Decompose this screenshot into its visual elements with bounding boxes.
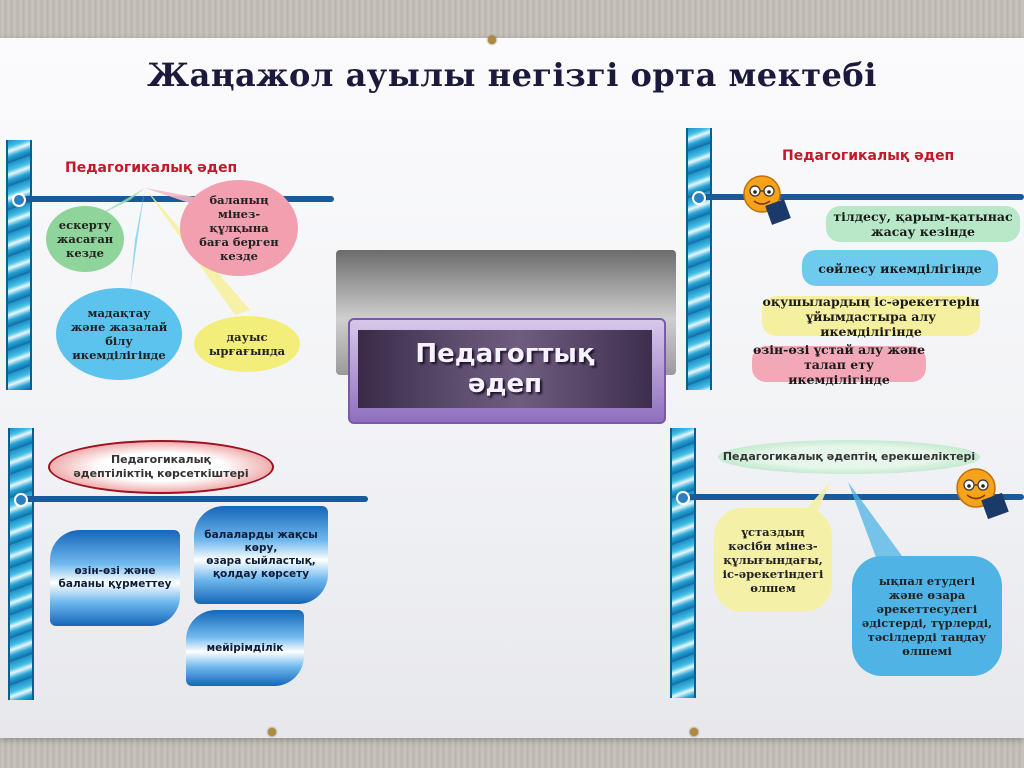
divider bbox=[682, 494, 1024, 500]
helix-decoration bbox=[6, 140, 32, 390]
connector-dot bbox=[692, 191, 706, 205]
bubble-method-choice: ықпал етудегі және өзара әрекеттесудегі … bbox=[852, 556, 1002, 676]
section-heading: Педагогикалық әдеп bbox=[65, 160, 238, 176]
pin-icon bbox=[690, 728, 698, 736]
pin-icon bbox=[268, 728, 276, 736]
bubble-warning: ескерту жасаған кезде bbox=[46, 206, 124, 272]
section-heading: Педагогикалық әдептің ерекшеліктері bbox=[718, 440, 980, 474]
pill-communication: тілдесу, қарым-қатынас жасау кезінде bbox=[826, 206, 1020, 242]
connector-dot bbox=[14, 493, 28, 507]
divider bbox=[20, 496, 368, 502]
smiley-teacher-icon bbox=[956, 468, 1009, 520]
bubble-behavior-assessment: баланың мінез- құлқына баға берген кезде bbox=[180, 180, 298, 276]
bubble-praise-punish: мадақтау және жазалай білу икемділігінде bbox=[56, 288, 182, 380]
helix-decoration bbox=[686, 128, 712, 390]
center-label: Педагогтық әдеп bbox=[358, 330, 652, 408]
helix-decoration bbox=[670, 428, 696, 698]
pill-self-control: өзін-өзі ұстай алу және талап ету икемді… bbox=[752, 341, 926, 387]
pin-icon bbox=[488, 36, 496, 44]
flag-respect: өзін-өзі және баланы құрметтеу bbox=[50, 530, 180, 626]
flag-kindness: мейірімділік bbox=[186, 610, 304, 686]
pill-organizing: оқушылардың іс-әрекеттерін ұйымдастыра а… bbox=[762, 293, 980, 339]
divider bbox=[700, 194, 1024, 200]
bubble-voice-tone: дауыс ырғағында bbox=[194, 316, 300, 372]
flag-love-support: балаларды жақсы көру, өзара сыйластық, қ… bbox=[194, 506, 328, 604]
bubble-professional-measure: ұстаздың кәсіби мінез- құлығындағы, іс-ә… bbox=[714, 508, 832, 612]
pill-speaking: сөйлесу икемділігінде bbox=[802, 250, 998, 286]
divider bbox=[18, 196, 334, 202]
connector-dot bbox=[676, 491, 690, 505]
page-title: Жаңажол ауылы негізгі орта мектебі bbox=[147, 56, 877, 94]
helix-decoration bbox=[8, 428, 34, 700]
connector-dot bbox=[12, 193, 26, 207]
section-heading: Педагогикалық әдеп bbox=[782, 148, 955, 164]
smiley-teacher-icon bbox=[743, 175, 791, 225]
section-heading: Педагогикалық әдептіліктің көрсеткіштері bbox=[48, 440, 274, 494]
